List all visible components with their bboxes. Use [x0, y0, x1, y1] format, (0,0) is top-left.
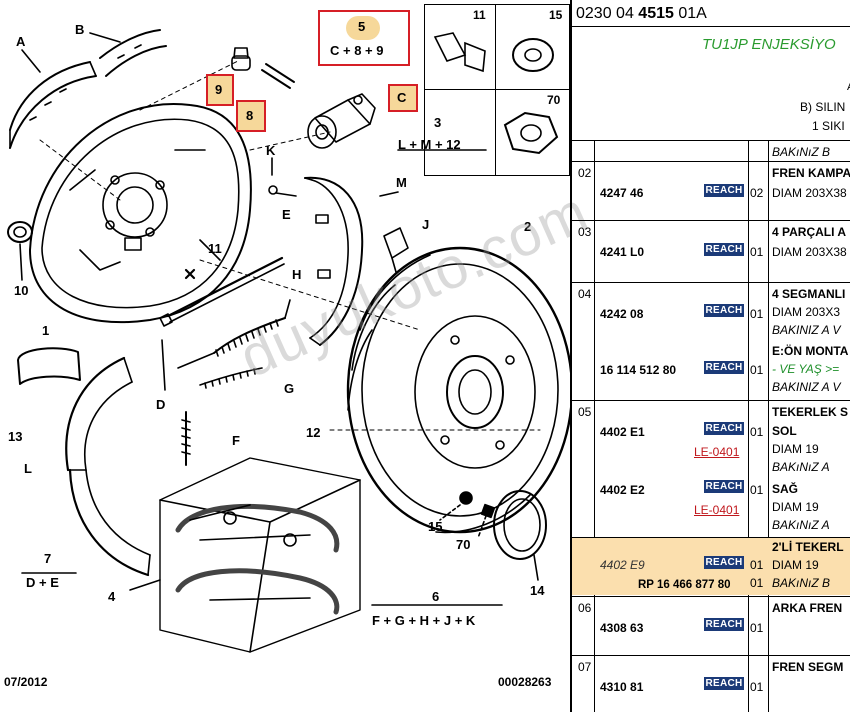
part-number-2[interactable]: 16 114 512 80 — [600, 363, 677, 377]
reach-badge: REACH — [704, 556, 744, 569]
diagram-date: 07/2012 — [4, 675, 48, 689]
le-link[interactable]: LE-0401 — [694, 445, 740, 459]
rp-reference[interactable]: RP 16 466 877 80 — [638, 579, 731, 591]
reach-badge: REACH — [704, 618, 744, 631]
callout-h[interactable]: H — [292, 267, 302, 282]
callout-e[interactable]: E — [282, 207, 291, 222]
reach-badge: REACH — [704, 184, 744, 197]
group-6-formula: F + G + H + J + K — [372, 613, 476, 628]
callout-4[interactable]: 4 — [108, 589, 116, 604]
callout-15[interactable]: 15 — [428, 519, 443, 534]
le-link[interactable]: LE-0401 — [694, 503, 740, 517]
group-3-number[interactable]: 3 — [434, 115, 442, 130]
callout-1[interactable]: 1 — [42, 323, 50, 338]
callout-m[interactable]: M — [396, 175, 407, 190]
part-number[interactable]: 4310 81 — [600, 680, 644, 694]
ref-suffix: 01A — [678, 5, 707, 22]
reach-badge: REACH — [704, 422, 744, 435]
parts-list-panel: 0230 04 4515 01A TU1JP ENJEKSİYO A B) SI… — [570, 0, 850, 712]
callout-c[interactable]: C — [397, 90, 407, 105]
part-number-3[interactable]: 4402 E9 — [600, 558, 645, 572]
reach-badge: REACH — [704, 243, 744, 256]
reference-header: 0230 04 4515 01A — [576, 5, 707, 23]
section-subtitle-1: B) SILIN — [800, 100, 846, 114]
callout-d[interactable]: D — [156, 397, 166, 412]
group-3-formula: L + M + 12 — [398, 137, 461, 152]
callout-a[interactable]: A — [16, 34, 26, 49]
callout-13[interactable]: 13 — [8, 429, 23, 444]
inset-70-label[interactable]: 70 — [547, 93, 561, 107]
callout-l[interactable]: L — [24, 461, 32, 476]
reach-badge: REACH — [704, 677, 744, 690]
section-title: TU1JP ENJEKSİYO — [702, 36, 836, 53]
group-6-number[interactable]: 6 — [432, 589, 440, 604]
group-7-formula: D + E — [26, 575, 59, 590]
callout-f[interactable]: F — [232, 433, 240, 448]
backing-plate — [29, 103, 252, 324]
callout-c-frame — [388, 84, 418, 112]
exploded-diagram: 5 C + 8 + 9 9 8 C 11 15 70 A B K M E J H… — [4, 4, 598, 689]
diagram-id: 00028263 — [498, 675, 552, 689]
reach-badge: REACH — [704, 304, 744, 317]
part-number[interactable]: 4242 08 — [600, 307, 644, 321]
part-number-2[interactable]: 4402 E2 — [600, 483, 645, 497]
part-number[interactable]: 4308 63 — [600, 621, 644, 635]
brake-drum — [346, 246, 570, 534]
inset-drawings — [433, 32, 559, 155]
callout-11[interactable]: 11 — [208, 241, 222, 256]
section-subtitle-2: 1 SIKI — [812, 119, 845, 133]
callout-8[interactable]: 8 — [246, 108, 254, 123]
ref-prefix: 0230 04 — [576, 5, 634, 22]
shoe-assembly-box — [159, 457, 361, 653]
callout-9[interactable]: 9 — [215, 82, 223, 97]
group-5-highlight — [346, 16, 380, 40]
group-7-number[interactable]: 7 — [44, 551, 52, 566]
reach-badge: REACH — [704, 480, 744, 493]
callout-14[interactable]: 14 — [530, 583, 545, 598]
ref-bold: 4515 — [638, 5, 674, 22]
callout-10[interactable]: 10 — [14, 283, 29, 298]
diagram-drawing — [7, 29, 570, 653]
callout-2[interactable]: 2 — [524, 219, 532, 234]
callout-k[interactable]: K — [266, 143, 276, 158]
callout-70[interactable]: 70 — [456, 537, 471, 552]
part-number[interactable]: 4247 46 — [600, 186, 644, 200]
callout-b[interactable]: B — [75, 22, 85, 37]
callout-9-frame — [206, 74, 234, 106]
header-note: BAKıNıZ B — [772, 145, 831, 159]
group-5-number[interactable]: 5 — [358, 19, 366, 34]
callout-12[interactable]: 12 — [306, 425, 321, 440]
inset-15-label[interactable]: 15 — [549, 8, 563, 22]
callout-g[interactable]: G — [284, 381, 295, 396]
part-number[interactable]: 4402 E1 — [600, 425, 645, 439]
wheel-cylinder — [307, 93, 376, 149]
section-title-a: A — [847, 81, 850, 93]
inset-hardware-box: 11 15 70 — [424, 4, 570, 176]
part-number[interactable]: 4241 L0 — [600, 245, 645, 259]
group-5-formula: C + 8 + 9 — [330, 43, 384, 58]
inset-11-label[interactable]: 11 — [473, 8, 486, 22]
callout-j[interactable]: J — [422, 217, 430, 232]
callout-8-frame — [236, 100, 266, 132]
reach-badge: REACH — [704, 361, 744, 374]
